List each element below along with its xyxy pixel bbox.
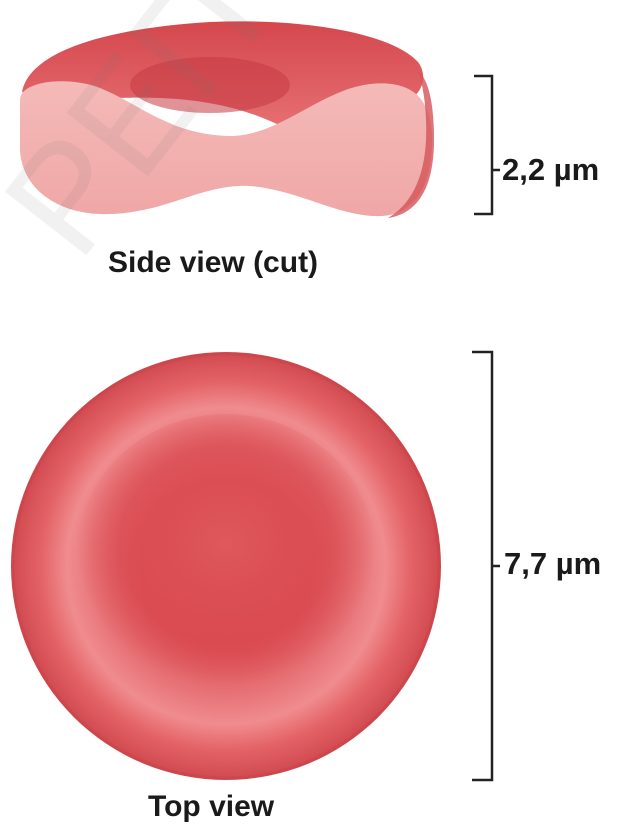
side-view-caption: Side view (cut) (108, 246, 318, 280)
side-view-dimension-label: 2,2 µm (502, 152, 599, 188)
top-view-dimension-label: 7,7 µm (504, 546, 601, 582)
top-dimension-bracket (472, 352, 500, 780)
top-view-cell (11, 352, 441, 780)
side-dimension-bracket (474, 76, 500, 214)
side-view-cell (20, 21, 434, 218)
top-view-caption: Top view (148, 790, 274, 824)
